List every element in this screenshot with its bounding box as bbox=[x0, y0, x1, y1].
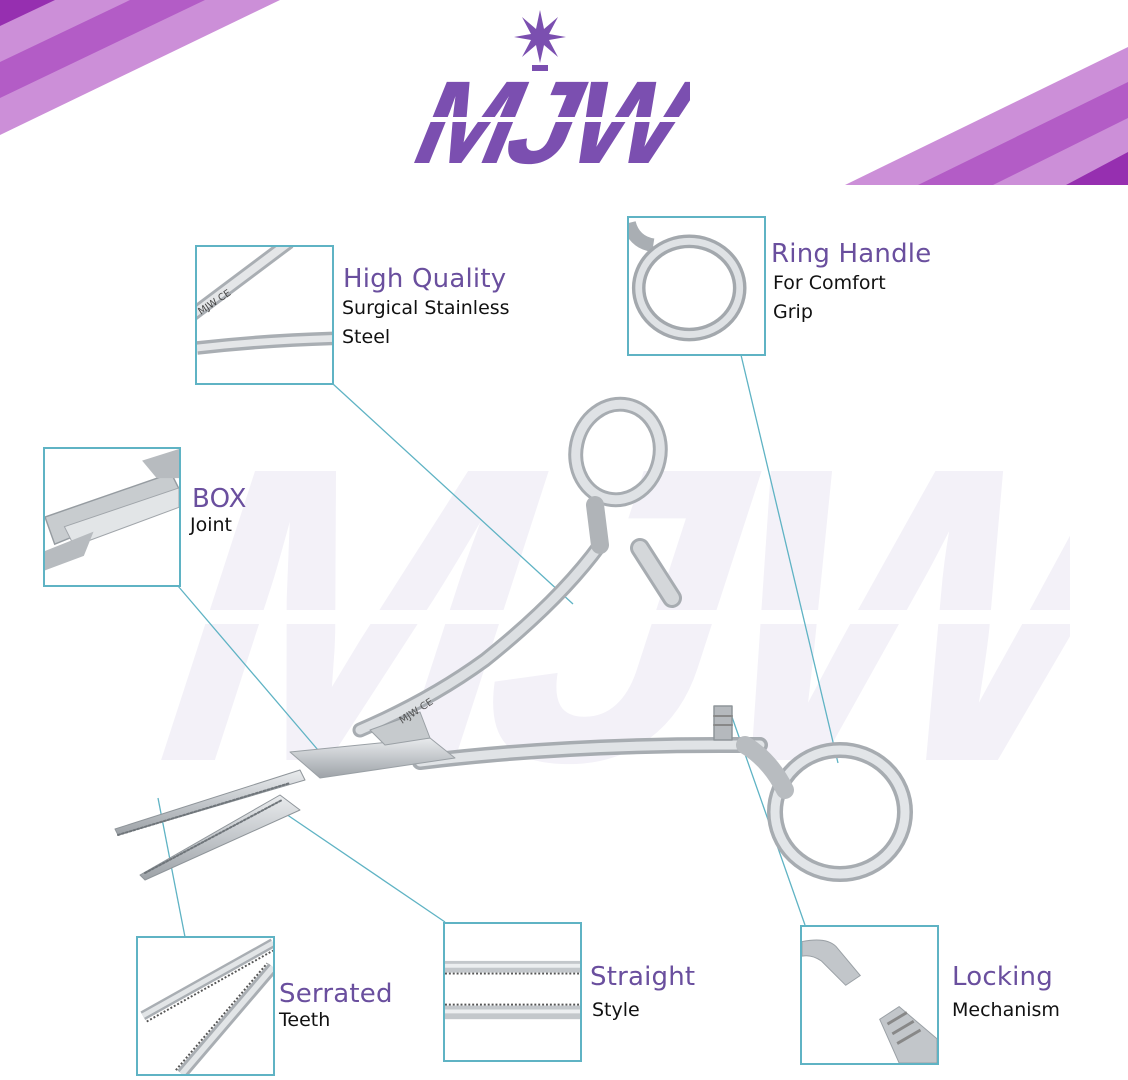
straight-style-title: Straight bbox=[590, 962, 696, 992]
box-joint-detail-image bbox=[43, 447, 181, 587]
ring-handle-line-1: For Comfort bbox=[773, 272, 886, 294]
high-quality-detail-image: MJW CE bbox=[195, 245, 334, 385]
locking-mechanism-line-1: Mechanism bbox=[952, 999, 1060, 1021]
high-quality-line-2: Steel bbox=[342, 326, 391, 348]
star-icon bbox=[514, 10, 566, 71]
locking-mechanism-title: Locking bbox=[952, 962, 1053, 992]
high-quality-line-1: Surgical Stainless bbox=[342, 297, 510, 319]
brand-logo: MJW bbox=[390, 5, 712, 189]
box-joint-line-1: Joint bbox=[190, 514, 232, 536]
ring-handle-line-2: Grip bbox=[773, 301, 813, 323]
ring-handle-title: Ring Handle bbox=[771, 239, 932, 269]
straight-style-line-1: Style bbox=[592, 999, 640, 1021]
watermark-logo: MJW bbox=[70, 381, 1128, 850]
locking-mechanism-detail-image bbox=[800, 925, 939, 1065]
high-quality-title: High Quality bbox=[343, 264, 507, 294]
serrated-teeth-line-1: Teeth bbox=[279, 1009, 331, 1031]
serrated-teeth-title: Serrated bbox=[279, 979, 393, 1009]
serrated-teeth-detail-image bbox=[136, 936, 275, 1076]
ring-handle-detail-image bbox=[627, 216, 766, 356]
box-joint-title: BOX bbox=[192, 484, 247, 514]
straight-style-detail-image bbox=[443, 922, 582, 1062]
svg-text:MJW: MJW bbox=[396, 57, 690, 185]
